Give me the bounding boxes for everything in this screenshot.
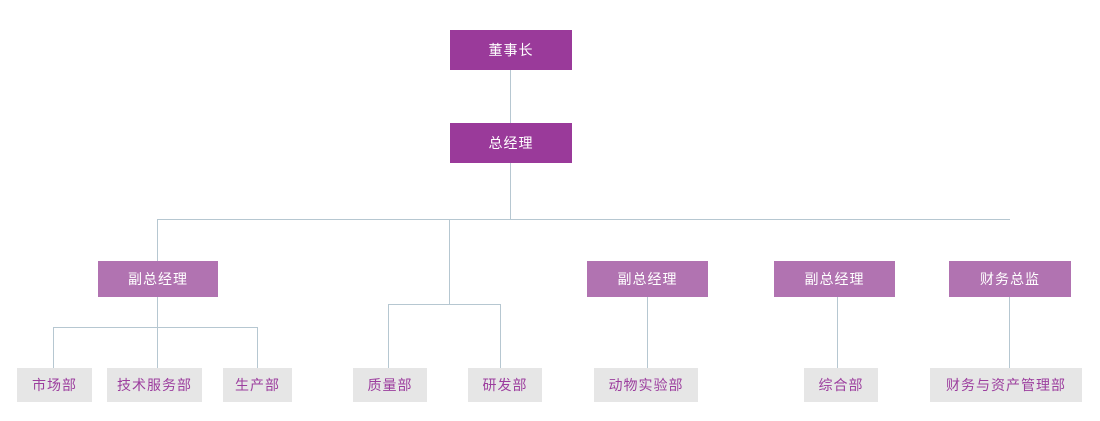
org-node-dept-quality[interactable]: 质量部 bbox=[353, 368, 427, 402]
org-node-dept-production[interactable]: 生产部 bbox=[223, 368, 292, 402]
org-node-dept-research[interactable]: 研发部 bbox=[468, 368, 542, 402]
connector-line-vertical bbox=[510, 70, 511, 123]
org-node-vp-1[interactable]: 副总经理 bbox=[98, 261, 218, 297]
org-node-dept-tech-service[interactable]: 技术服务部 bbox=[107, 368, 202, 402]
connector-line-horizontal bbox=[53, 327, 257, 328]
connector-line-horizontal bbox=[388, 304, 500, 305]
org-node-chairman[interactable]: 董事长 bbox=[450, 30, 572, 70]
connector-line-vertical bbox=[157, 219, 158, 261]
connector-line-vertical bbox=[647, 297, 648, 368]
connector-line-vertical bbox=[1009, 297, 1010, 368]
org-node-dept-market[interactable]: 市场部 bbox=[17, 368, 92, 402]
org-node-vp-2[interactable]: 副总经理 bbox=[587, 261, 708, 297]
org-node-finance-director[interactable]: 财务总监 bbox=[949, 261, 1071, 297]
connector-line-vertical bbox=[510, 163, 511, 219]
connector-line-horizontal bbox=[157, 219, 1010, 220]
org-node-dept-animal-lab[interactable]: 动物实验部 bbox=[594, 368, 698, 402]
org-node-dept-finance-asset[interactable]: 财务与资产管理部 bbox=[930, 368, 1082, 402]
connector-line-vertical bbox=[257, 327, 258, 368]
org-node-dept-general[interactable]: 综合部 bbox=[804, 368, 878, 402]
connector-line-vertical bbox=[500, 304, 501, 368]
org-node-vp-3[interactable]: 副总经理 bbox=[774, 261, 895, 297]
connector-line-vertical bbox=[157, 297, 158, 368]
connector-line-vertical bbox=[449, 219, 450, 304]
org-node-general-manager[interactable]: 总经理 bbox=[450, 123, 572, 163]
connector-line-vertical bbox=[837, 297, 838, 368]
connector-line-vertical bbox=[388, 304, 389, 368]
connector-line-vertical bbox=[53, 327, 54, 368]
